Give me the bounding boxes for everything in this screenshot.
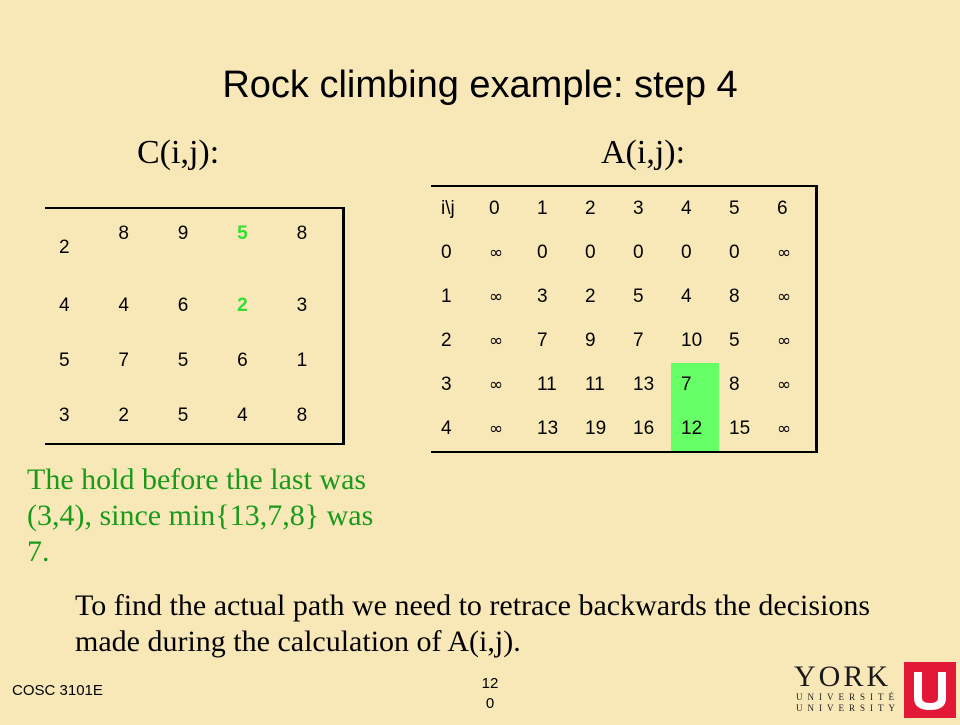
a-label: A(i,j):	[601, 134, 686, 171]
a-cell-highlight: 12	[671, 407, 719, 452]
c-cell-highlight: 5	[237, 223, 248, 244]
a-cell: 0	[585, 242, 596, 263]
c-cell-highlight: 2	[237, 294, 248, 316]
infinity-cell: ∞	[777, 331, 792, 351]
infinity-cell: ∞	[777, 375, 792, 395]
c-table-row: 4 4 6 2 3	[45, 278, 344, 333]
a-cell: 0	[441, 242, 452, 263]
a-table-row: 2 ∞ 7 9 7 10 5 ∞	[431, 319, 817, 363]
c-table-row: 5 7 5 6 1	[45, 333, 344, 388]
c-cell: 4	[237, 404, 248, 426]
c-cell: 3	[296, 294, 308, 316]
infinity-cell: ∞	[489, 243, 504, 263]
c-cell: 5	[177, 404, 189, 426]
a-header-cell: 0	[489, 198, 500, 219]
a-cell: 3	[441, 374, 452, 395]
a-cell: 19	[585, 418, 607, 439]
logo-u-shape-icon	[914, 672, 946, 710]
a-cell: 8	[729, 286, 740, 307]
a-table-row: 1 ∞ 3 2 5 4 8 ∞	[431, 275, 817, 319]
c-cell: 8	[118, 223, 129, 244]
infinity-cell: ∞	[777, 419, 792, 439]
a-cell: 1	[441, 286, 452, 307]
c-cell: 9	[177, 223, 189, 244]
a-cell: 2	[585, 286, 596, 307]
a-cell: 7	[633, 330, 644, 351]
a-cell: 2	[441, 330, 452, 351]
a-table-header-row: i\j 0 1 2 3 4 5 6	[431, 186, 817, 231]
a-header-cell: 2	[585, 198, 596, 219]
c-cell: 5	[59, 349, 70, 371]
slide-title: Rock climbing example: step 4	[222, 64, 738, 106]
a-cell: 7	[537, 330, 548, 351]
a-cell: 8	[729, 374, 740, 395]
a-cell: 0	[729, 242, 740, 263]
a-cell: 13	[537, 418, 559, 439]
c-table-row: 3 2 5 4 8	[45, 388, 344, 444]
york-logo: YORK UNIVERSITÉ UNIVERSITY	[792, 658, 960, 720]
logo-sub1: UNIVERSITÉ	[796, 692, 899, 702]
c-cell: 6	[237, 349, 248, 371]
infinity-cell: ∞	[777, 243, 792, 263]
c-table: 2 8 9 5 8 4 4 6 2 3 5 7 5 6 1 3 2 5 4 8	[45, 207, 345, 445]
c-cell: 6	[177, 294, 189, 316]
c-cell: 2	[59, 236, 70, 258]
a-table-row: 4 ∞ 13 19 16 12 15 ∞	[431, 407, 817, 452]
a-header-cell: 3	[633, 198, 644, 219]
a-cell: 0	[537, 242, 548, 263]
c-cell: 4	[118, 294, 129, 316]
c-cell: 5	[177, 349, 189, 371]
a-header-cell: i\j	[441, 198, 455, 219]
a-cell: 15	[729, 418, 751, 439]
a-cell: 4	[681, 286, 692, 307]
course-code: COSC 3101E	[12, 682, 103, 699]
logo-name: YORK	[794, 660, 891, 693]
logo-sub2: UNIVERSITY	[796, 703, 900, 713]
c-cell: 2	[118, 404, 129, 426]
page-number-line2: 0	[485, 695, 495, 712]
a-header-cell: 4	[681, 198, 692, 219]
york-logo-graphic: YORK UNIVERSITÉ UNIVERSITY	[794, 660, 956, 718]
a-cell: 0	[633, 242, 644, 263]
a-cell: 3	[537, 286, 548, 307]
page-number-line1: 12	[481, 675, 499, 692]
c-cell: 7	[118, 349, 129, 371]
explanation-note: To find the actual path we need to retra…	[75, 589, 871, 658]
a-cell: 10	[681, 330, 703, 351]
a-cell: 9	[585, 330, 596, 351]
green-note: The hold before the last was (3,4), sinc…	[27, 463, 374, 568]
infinity-cell: ∞	[489, 287, 504, 307]
a-header-cell: 1	[537, 198, 548, 219]
page-number: 12 0	[470, 674, 510, 714]
c-cell: 8	[296, 223, 308, 244]
infinity-cell: ∞	[489, 331, 504, 351]
a-cell: 4	[441, 418, 452, 439]
a-header-cell: 5	[729, 198, 740, 219]
infinity-cell: ∞	[777, 287, 792, 307]
a-table-row: 0 ∞ 0 0 0 0 0 ∞	[431, 231, 817, 275]
a-cell: 13	[633, 374, 655, 395]
c-cell: 1	[296, 349, 308, 371]
c-label: C(i,j):	[137, 134, 220, 171]
a-cell: 11	[585, 374, 605, 395]
a-table-row: 3 ∞ 11 11 13 7 8 ∞	[431, 363, 817, 407]
a-cell: 16	[633, 418, 655, 439]
c-table-row: 2 8 9 5 8	[45, 208, 344, 278]
a-cell: 11	[537, 374, 557, 395]
a-header-cell: 6	[777, 198, 788, 219]
a-cell: 0	[681, 242, 692, 263]
c-cell: 8	[296, 404, 308, 426]
infinity-cell: ∞	[489, 419, 504, 439]
c-cell: 3	[59, 404, 70, 426]
a-cell-highlight: 7	[671, 363, 719, 407]
a-table: i\j 0 1 2 3 4 5 6 0 ∞ 0 0 0 0 0 ∞ 1 ∞ 3 …	[431, 185, 818, 453]
c-cell: 4	[59, 294, 70, 316]
a-cell: 5	[729, 330, 740, 351]
a-cell: 5	[633, 286, 644, 307]
infinity-cell: ∞	[489, 375, 504, 395]
